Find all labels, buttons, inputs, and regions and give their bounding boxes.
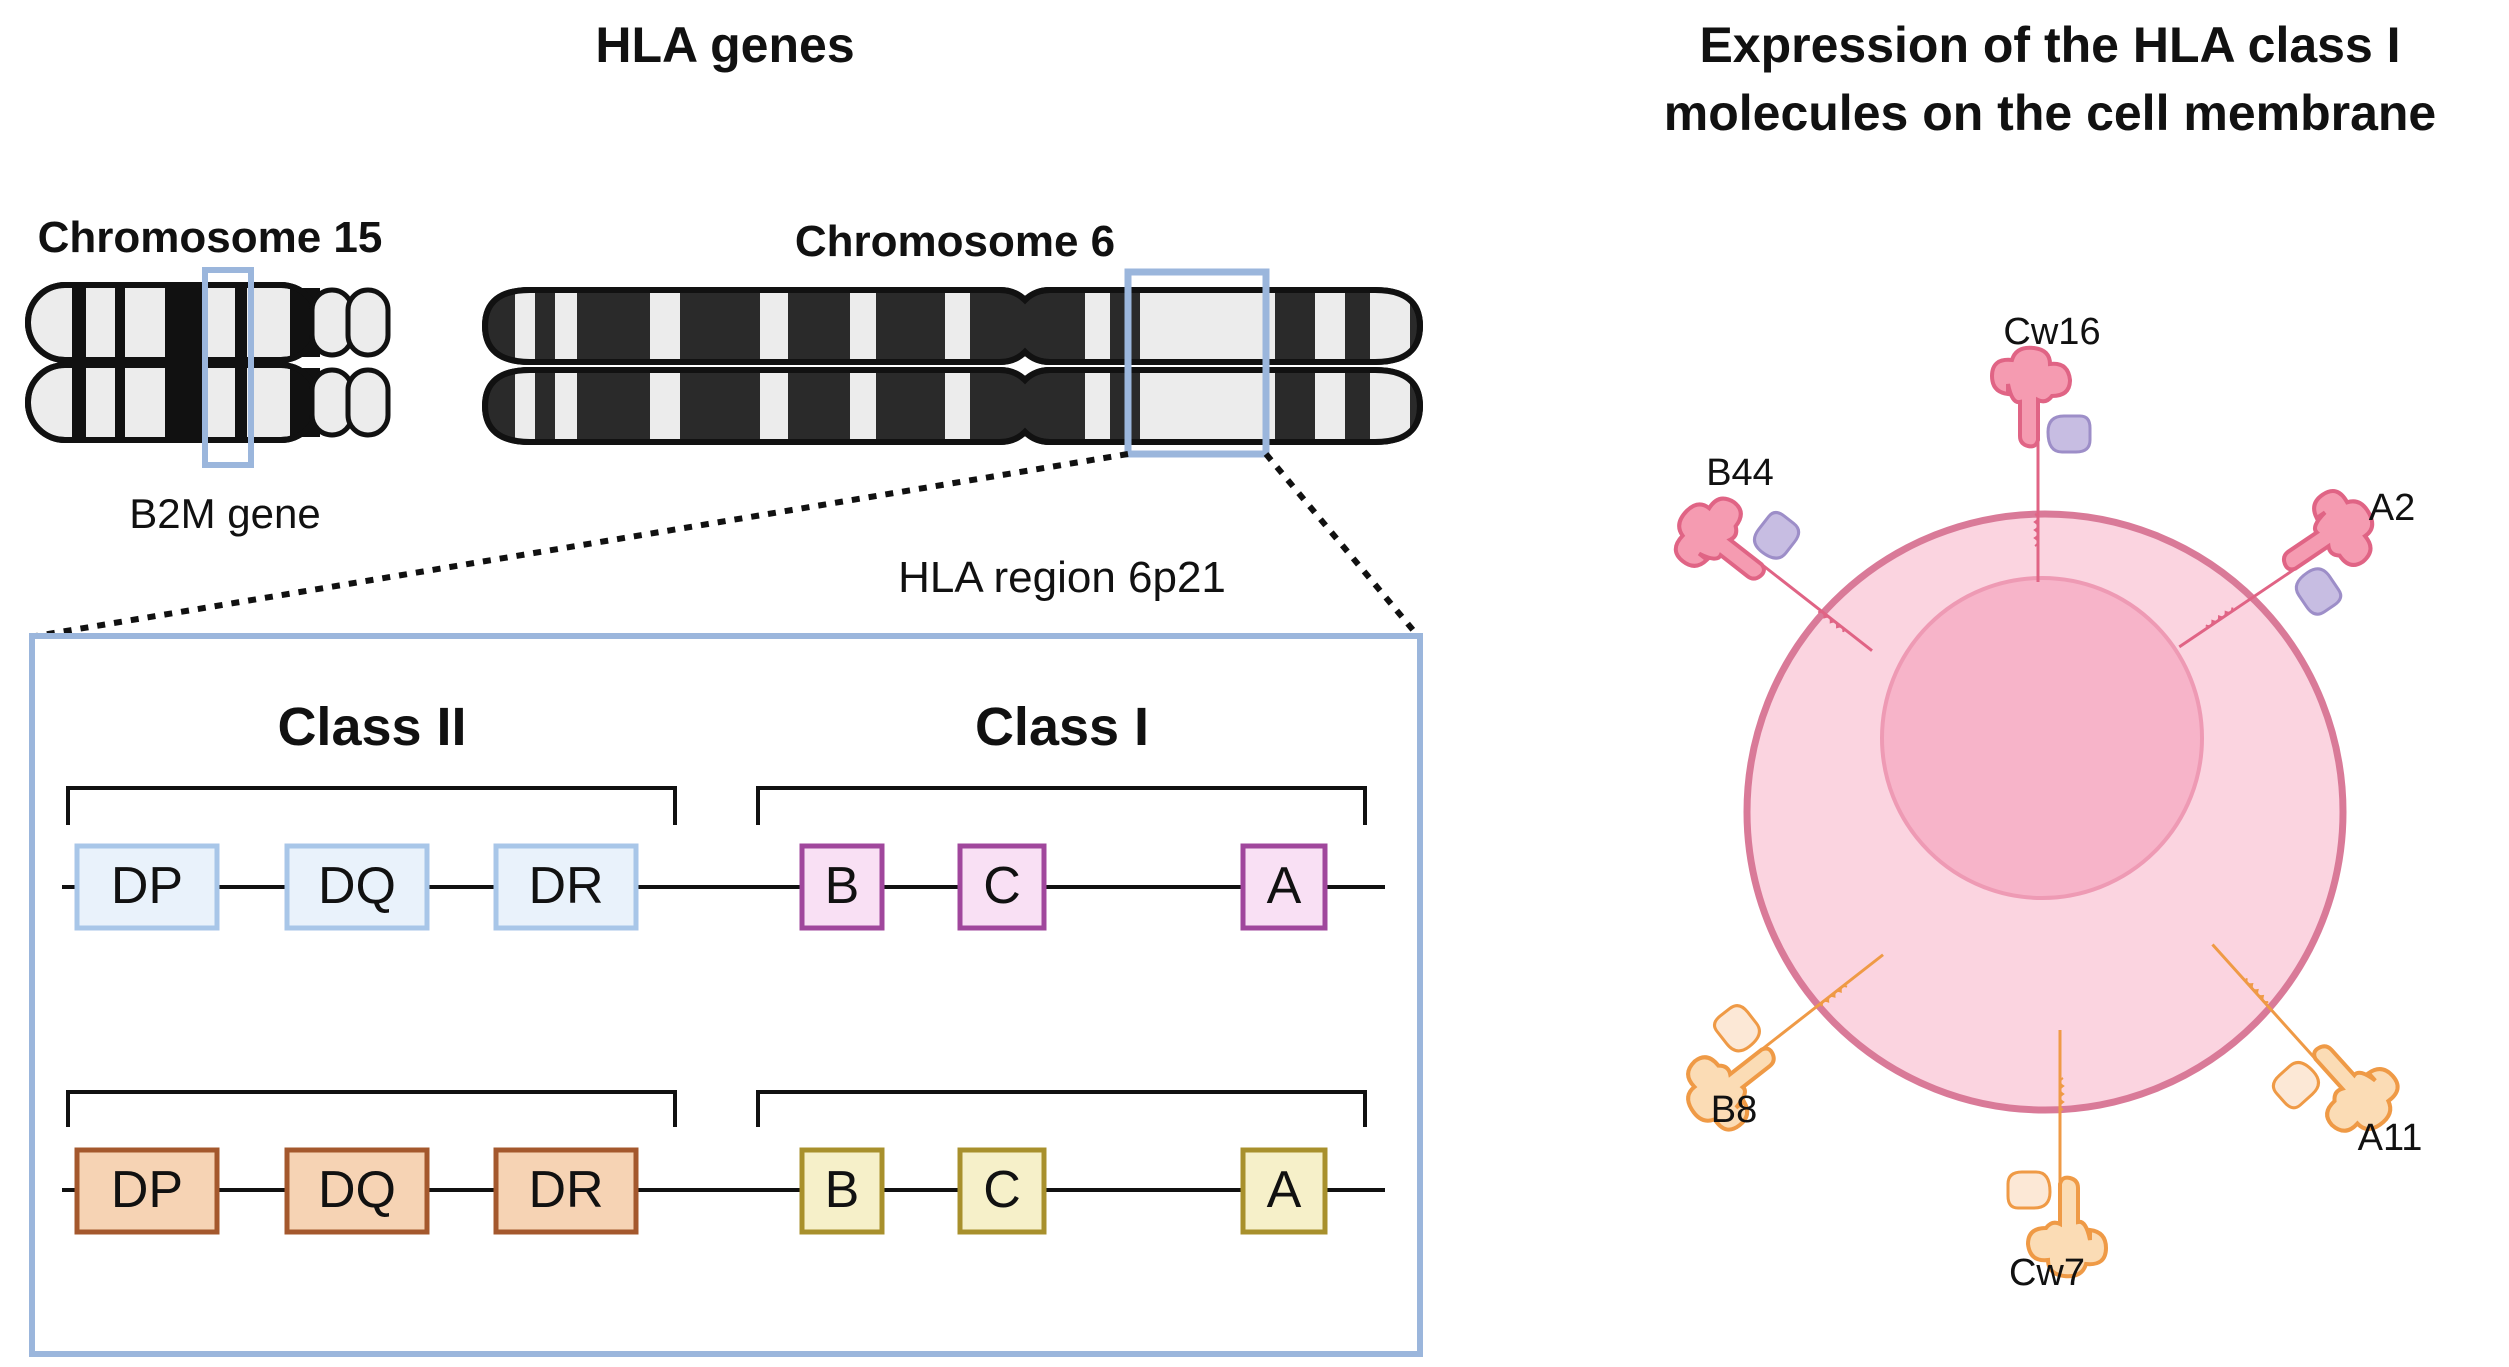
svg-text:DQ: DQ: [318, 857, 396, 915]
class-i-label: Class I: [975, 697, 1149, 757]
class-i-bracket-top: [756, 786, 1367, 825]
chromosome-6-title: Chromosome 6: [795, 217, 1115, 266]
svg-text:DP: DP: [111, 857, 183, 915]
svg-text:B: B: [825, 857, 860, 915]
cell: [1743, 510, 2347, 1114]
left-title: HLA genes: [595, 17, 854, 73]
right-title-line1: Expression of the HLA class I: [1699, 17, 2400, 73]
zoom-line-left: [35, 451, 1129, 639]
hla-region-label: HLA region 6p21: [898, 553, 1226, 602]
svg-text:DP: DP: [111, 1161, 183, 1219]
haplotype-bottom: DP DQ DR B C A: [74, 1147, 1328, 1235]
gene-box: C: [957, 843, 1047, 931]
gene-box: DP: [74, 843, 220, 931]
class-i-bracket-bottom: [756, 1090, 1367, 1127]
svg-text:C: C: [983, 857, 1021, 915]
hla-molecule-a2: [2178, 489, 2375, 649]
gene-box: DR: [493, 843, 639, 931]
hla-region-box: [29, 633, 1423, 1357]
gene-box: A: [1240, 843, 1328, 931]
class-ii-bracket-bottom: [66, 1090, 677, 1127]
gene-box: B: [799, 843, 885, 931]
nucleus: [1880, 576, 2204, 900]
hla-molecule-a11: [2211, 943, 2400, 1133]
right-title-line2: molecules on the cell membrane: [1664, 85, 2437, 141]
molecule-label-b8: B8: [1711, 1089, 1757, 1131]
svg-text:C: C: [983, 1161, 1021, 1219]
molecule-label-a2: A2: [2369, 487, 2415, 529]
molecule-label-b44: B44: [1706, 452, 1774, 494]
svg-text:DR: DR: [528, 1161, 603, 1219]
svg-text:B: B: [825, 1161, 860, 1219]
hla-molecules: Cw16 A2 B44 A11: [1673, 311, 2423, 1294]
gene-box: A: [1240, 1147, 1328, 1235]
b2m-gene-label: B2M gene: [129, 490, 320, 537]
svg-text:Cw16: Cw16: [2003, 311, 2100, 353]
haplotype-top: DP DQ DR B C A: [74, 843, 1328, 931]
gene-box: DQ: [284, 843, 430, 931]
molecule-label-cw7: Cw7: [2009, 1252, 2085, 1294]
gene-box: DP: [74, 1147, 220, 1235]
chromosome-6: Chromosome 6: [481, 217, 1424, 458]
svg-text:DQ: DQ: [318, 1161, 396, 1219]
chromosome-15-title: Chromosome 15: [38, 213, 383, 262]
hla-molecule-cw16: Cw16: [1989, 311, 2101, 582]
hla-molecule-b44: [1673, 496, 1873, 652]
svg-text:A: A: [1267, 1161, 1302, 1219]
gene-box: B: [799, 1147, 885, 1235]
gene-box: DQ: [284, 1147, 430, 1235]
gene-box: C: [957, 1147, 1047, 1235]
hla-molecule-b8: [1686, 953, 1884, 1132]
svg-text:DR: DR: [528, 857, 603, 915]
chromosome-15: Chromosome 15 B2M gene: [25, 213, 391, 537]
hla-region-highlight-box: [1124, 268, 1270, 458]
class-ii-bracket-top: [66, 786, 677, 825]
class-ii-label: Class II: [277, 697, 466, 757]
zoom-line-right: [1263, 452, 1421, 638]
gene-box: DR: [493, 1147, 639, 1235]
b2m-highlight-box: [202, 267, 254, 468]
svg-text:A: A: [1267, 857, 1302, 915]
molecule-label-a11: A11: [2358, 1117, 2423, 1159]
hla-molecule-cw7: [2006, 1030, 2109, 1279]
